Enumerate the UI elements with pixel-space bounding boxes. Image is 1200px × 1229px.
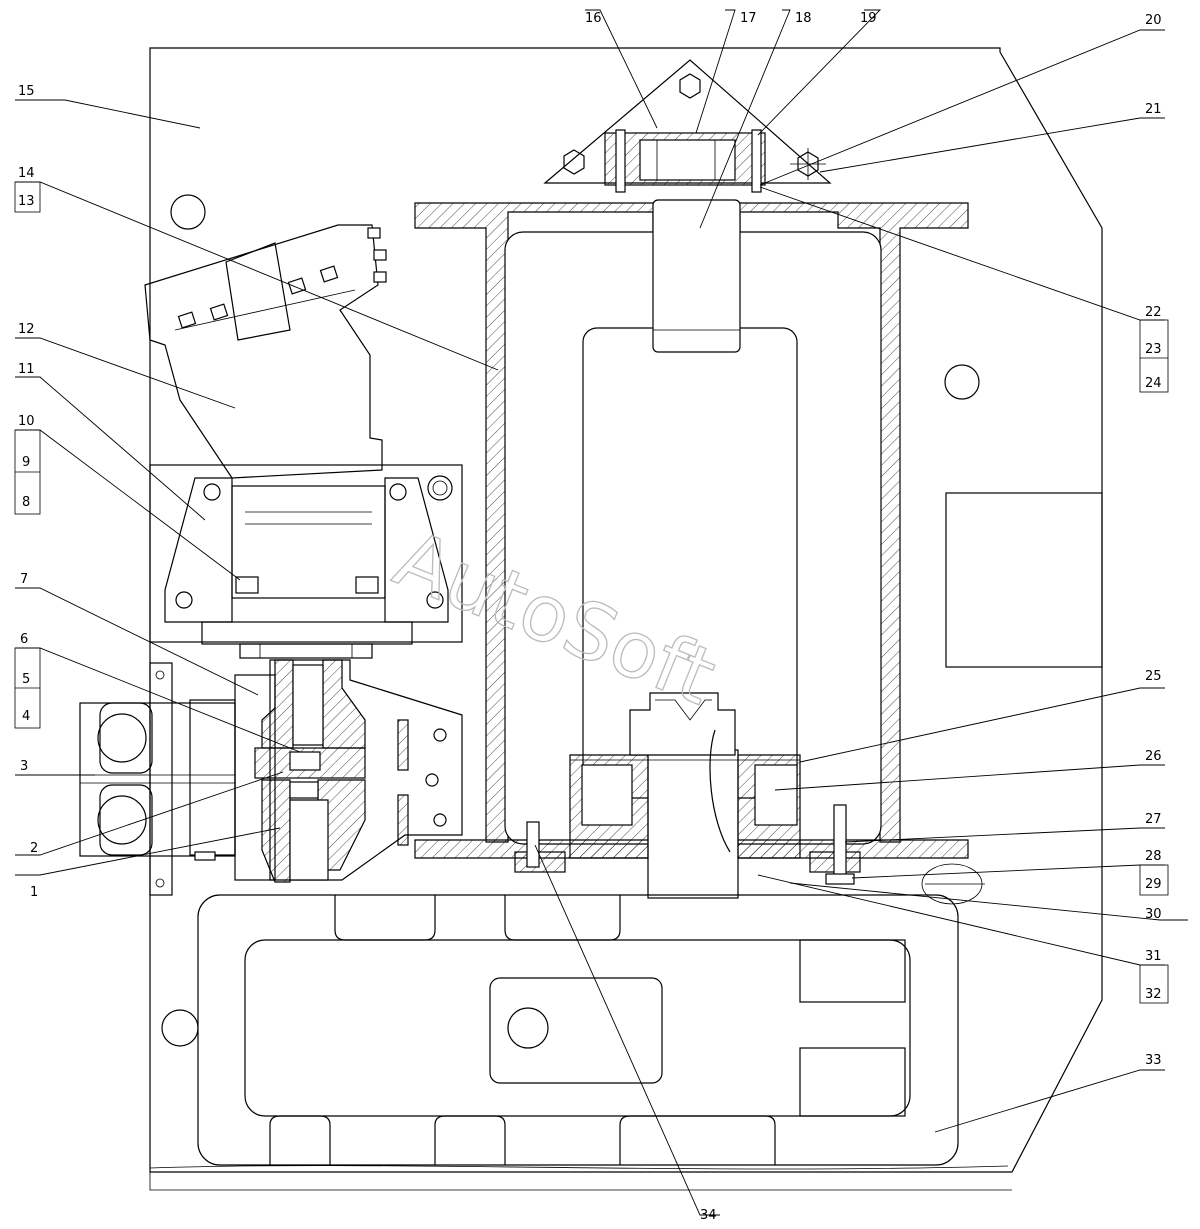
callout-31: 31 (1145, 949, 1162, 964)
callout-17: 17 (740, 11, 757, 26)
callout-8: 8 (22, 495, 30, 510)
base-tray (161, 894, 959, 1166)
motor-mount (149, 464, 463, 659)
callout-7: 7 (20, 572, 28, 587)
coupling-assembly (234, 659, 463, 883)
callout-34: 34 (700, 1208, 717, 1223)
callout-29: 29 (1145, 877, 1162, 892)
callout-33: 33 (1145, 1053, 1162, 1068)
callout-26: 26 (1145, 749, 1162, 764)
callout-32: 32 (1145, 987, 1162, 1002)
callout-10: 10 (18, 414, 35, 429)
callout-19: 19 (860, 11, 877, 26)
callout-21: 21 (1145, 102, 1162, 117)
callout-15: 15 (18, 84, 35, 99)
motor-assembly (144, 224, 387, 479)
callout-1: 1 (30, 885, 38, 900)
callout-13: 13 (18, 194, 35, 209)
callout-6: 6 (20, 632, 28, 647)
callout-25: 25 (1145, 669, 1162, 684)
callout-24: 24 (1145, 376, 1162, 391)
callout-30: 30 (1145, 907, 1162, 922)
central-housing (414, 199, 985, 905)
top-bracket (543, 59, 832, 193)
motor-terminals (177, 227, 387, 329)
callout-22: 22 (1145, 305, 1162, 320)
callout-4: 4 (22, 709, 30, 724)
callout-9: 9 (22, 455, 30, 470)
callout-3: 3 (20, 759, 28, 774)
callout-5: 5 (22, 672, 30, 687)
callout-11: 11 (18, 362, 35, 377)
callout-boxes (14, 181, 1169, 1004)
callout-16: 16 (585, 11, 602, 26)
callout-14: 14 (18, 166, 35, 181)
callout-2: 2 (30, 841, 38, 856)
callout-27: 27 (1145, 812, 1162, 827)
callout-20: 20 (1145, 13, 1162, 28)
frame-panel (149, 47, 1103, 1191)
brake-assembly (79, 662, 236, 896)
callout-18: 18 (795, 11, 812, 26)
callout-12: 12 (18, 322, 35, 337)
callout-labels: 1 2 3 4 5 6 7 8 9 10 11 12 13 14 15 16 1… (18, 11, 1162, 1223)
callout-23: 23 (1145, 342, 1162, 357)
callout-28: 28 (1145, 849, 1162, 864)
